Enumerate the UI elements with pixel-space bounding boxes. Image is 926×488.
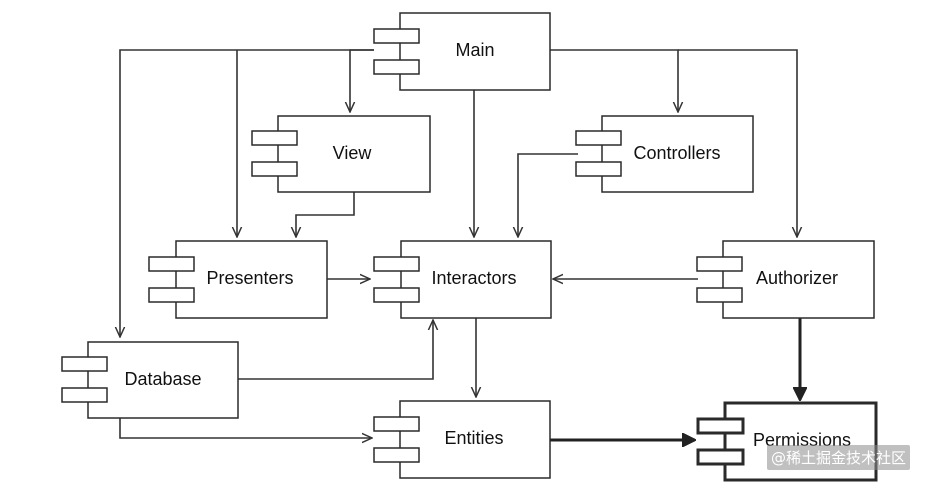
component-tab-icon bbox=[373, 447, 420, 463]
edge-main-controllers bbox=[550, 49, 678, 112]
component-tab-icon bbox=[373, 287, 420, 303]
edge-controllers-interactors bbox=[518, 153, 578, 237]
component-tab-icon bbox=[373, 256, 420, 272]
component-tab-icon bbox=[575, 130, 622, 146]
component-tab-icon bbox=[696, 287, 743, 303]
component-label-authorizer: Authorizer bbox=[756, 268, 838, 288]
edge-main-authorizer bbox=[678, 49, 797, 237]
component-view: View bbox=[251, 115, 431, 193]
component-tab-icon bbox=[148, 287, 195, 303]
edge-view-presenters bbox=[296, 192, 355, 237]
edge-database-entities bbox=[119, 418, 372, 438]
component-tab-icon bbox=[373, 416, 420, 432]
edges bbox=[119, 49, 800, 440]
component-tab-icon bbox=[251, 130, 298, 146]
component-tab-icon bbox=[373, 59, 420, 75]
component-controllers: Controllers bbox=[575, 115, 754, 193]
component-tab-icon bbox=[61, 387, 108, 403]
component-label-interactors: Interactors bbox=[431, 268, 516, 288]
edge-main-view bbox=[350, 49, 374, 112]
component-interactors: Interactors bbox=[373, 240, 552, 319]
component-tab-icon bbox=[373, 28, 420, 44]
edge-main-database bbox=[120, 49, 374, 337]
component-tab-icon bbox=[696, 448, 745, 466]
component-label-permissions: Permissions bbox=[753, 430, 851, 450]
component-label-controllers: Controllers bbox=[633, 143, 720, 163]
component-tab-icon bbox=[148, 256, 195, 272]
component-tab-icon bbox=[575, 161, 622, 177]
watermark: @稀土掘金技术社区 bbox=[766, 445, 910, 470]
component-database: Database bbox=[61, 341, 239, 419]
edge-database-interactors bbox=[238, 320, 433, 380]
component-main: Main bbox=[373, 12, 551, 91]
component-label-main: Main bbox=[455, 40, 494, 60]
component-tab-icon bbox=[696, 417, 745, 435]
component-tab-icon bbox=[696, 256, 743, 272]
component-label-entities: Entities bbox=[444, 428, 503, 448]
component-tab-icon bbox=[251, 161, 298, 177]
component-label-view: View bbox=[333, 143, 373, 163]
component-authorizer: Authorizer bbox=[696, 240, 875, 319]
component-entities: Entities bbox=[373, 400, 551, 479]
component-label-database: Database bbox=[124, 369, 201, 389]
component-presenters: Presenters bbox=[148, 240, 328, 319]
component-label-presenters: Presenters bbox=[206, 268, 293, 288]
component-tab-icon bbox=[61, 356, 108, 372]
